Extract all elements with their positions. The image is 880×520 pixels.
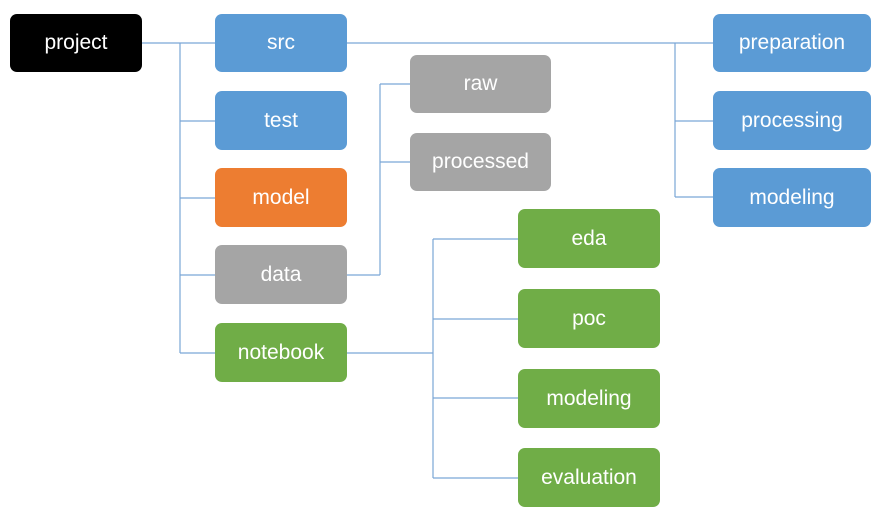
node-processed[interactable]: processed <box>410 133 551 191</box>
node-test[interactable]: test <box>215 91 347 150</box>
node-src-modeling[interactable]: modeling <box>713 168 871 227</box>
node-src[interactable]: src <box>215 14 347 72</box>
node-data[interactable]: data <box>215 245 347 304</box>
node-preparation[interactable]: preparation <box>713 14 871 72</box>
node-eda[interactable]: eda <box>518 209 660 268</box>
node-poc[interactable]: poc <box>518 289 660 348</box>
node-processing[interactable]: processing <box>713 91 871 150</box>
node-evaluation[interactable]: evaluation <box>518 448 660 507</box>
node-project[interactable]: project <box>10 14 142 72</box>
node-raw[interactable]: raw <box>410 55 551 113</box>
node-model[interactable]: model <box>215 168 347 227</box>
node-nb-modeling[interactable]: modeling <box>518 369 660 428</box>
node-notebook[interactable]: notebook <box>215 323 347 382</box>
